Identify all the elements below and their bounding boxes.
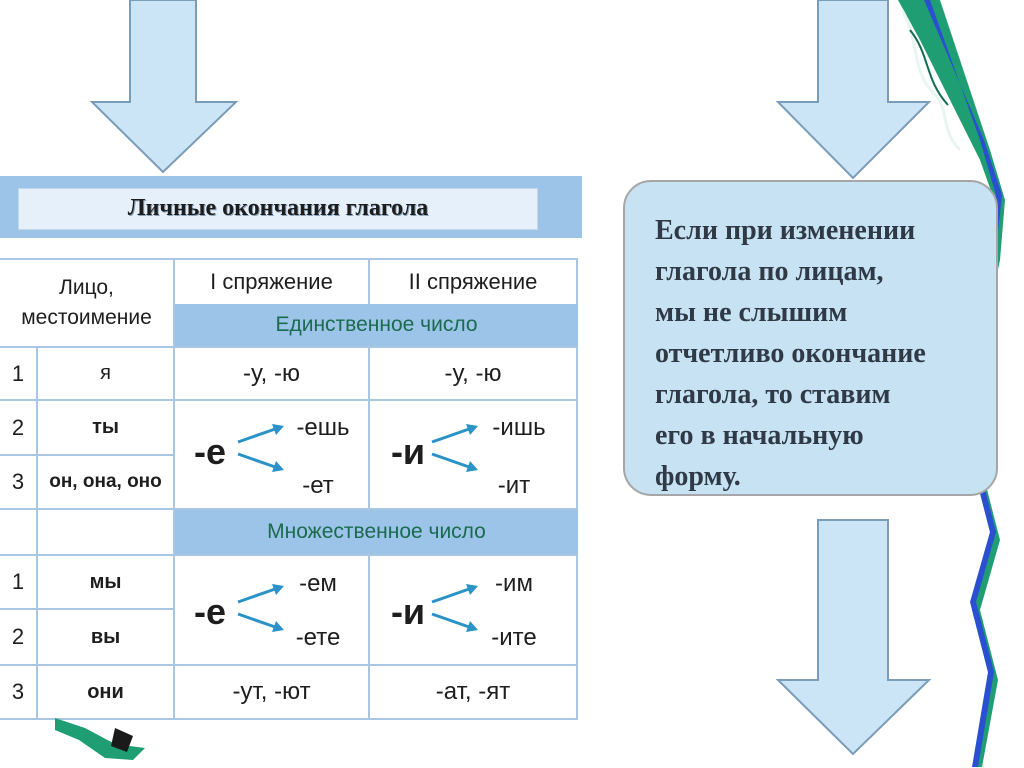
plural-band — [175, 510, 578, 554]
decorative-ribbon-tail — [55, 718, 145, 760]
grid-line — [0, 554, 578, 556]
header-person: Лицо, местоимение — [21, 276, 152, 329]
row-number: 2 — [11, 414, 25, 440]
grid-line — [0, 508, 578, 510]
grid-line — [0, 454, 174, 456]
info-text: Если при изменении глагола по лицам, мы … — [655, 215, 926, 492]
header-conjugation-1: I спряжение — [210, 269, 333, 294]
plural-label: Множественное число — [267, 520, 486, 543]
ending-top: -ишь — [492, 414, 546, 441]
vowel-e: -е — [193, 431, 226, 472]
vowel-i: -и — [390, 431, 426, 472]
info-box: Если при изменении глагола по лицам, мы … — [623, 180, 998, 496]
row-number: 3 — [11, 469, 25, 494]
grid-line — [173, 258, 175, 720]
ending-bottom: -ите — [491, 624, 537, 651]
grid-line — [368, 346, 370, 508]
table-title-box: Личные окончания глагола — [18, 188, 538, 230]
decorative-ribbon — [898, 0, 1005, 767]
header-conjugation-2: II спряжение — [408, 269, 538, 294]
singular-band — [175, 304, 578, 346]
pronoun-cell: они — [87, 680, 124, 703]
ending-top: -ем — [299, 570, 337, 597]
split-arrows-icon — [237, 584, 284, 632]
row-number: 2 — [11, 624, 25, 649]
grid-line — [0, 718, 578, 720]
singular-label: Единственное число — [275, 313, 478, 336]
ending-top: -им — [495, 570, 533, 597]
grid-line — [0, 346, 578, 348]
grid-line — [368, 554, 370, 720]
pronoun-cell: ты — [92, 416, 119, 438]
pronoun-cell: мы — [89, 570, 122, 593]
grid-line — [0, 608, 174, 610]
vowel-e: -е — [193, 591, 226, 632]
table-title-band: Личные окончания глагола — [0, 176, 582, 238]
grid-line — [0, 399, 578, 401]
grid-line — [576, 258, 578, 720]
grid-line — [368, 258, 370, 304]
ending-bottom: -ит — [497, 472, 531, 499]
ending-cell: -ут, -ют — [232, 678, 311, 705]
row-number: 1 — [11, 360, 25, 386]
ending-bottom: -ете — [295, 624, 341, 651]
ending-top: -ешь — [296, 414, 350, 441]
ending-bottom: -ет — [302, 472, 334, 499]
grid-line — [36, 346, 38, 720]
ending-cell: -у, -ю — [444, 359, 502, 387]
grid-line — [0, 258, 578, 260]
split-arrows-icon — [431, 424, 478, 472]
pronoun-cell: он, она, оно — [49, 471, 162, 492]
down-arrow-top-right — [775, 0, 932, 180]
pronoun-cell: вы — [90, 625, 121, 648]
vowel-i: -и — [390, 591, 426, 632]
down-arrow-top-left — [90, 0, 239, 174]
row-number: 3 — [11, 679, 25, 704]
row-number: 1 — [11, 569, 25, 594]
conjugation-table: Личные окончания глагола Лицо, местоимен… — [0, 176, 582, 720]
table-title: Личные окончания глагола — [127, 195, 429, 221]
ending-cell: -у, -ю — [243, 359, 300, 387]
grid-line — [0, 664, 578, 666]
down-arrow-bottom-right — [775, 519, 932, 756]
pronoun-cell: я — [100, 362, 111, 384]
ending-cell: -ат, -ят — [435, 678, 511, 705]
split-arrows-icon — [237, 424, 284, 472]
split-arrows-icon — [431, 584, 478, 632]
